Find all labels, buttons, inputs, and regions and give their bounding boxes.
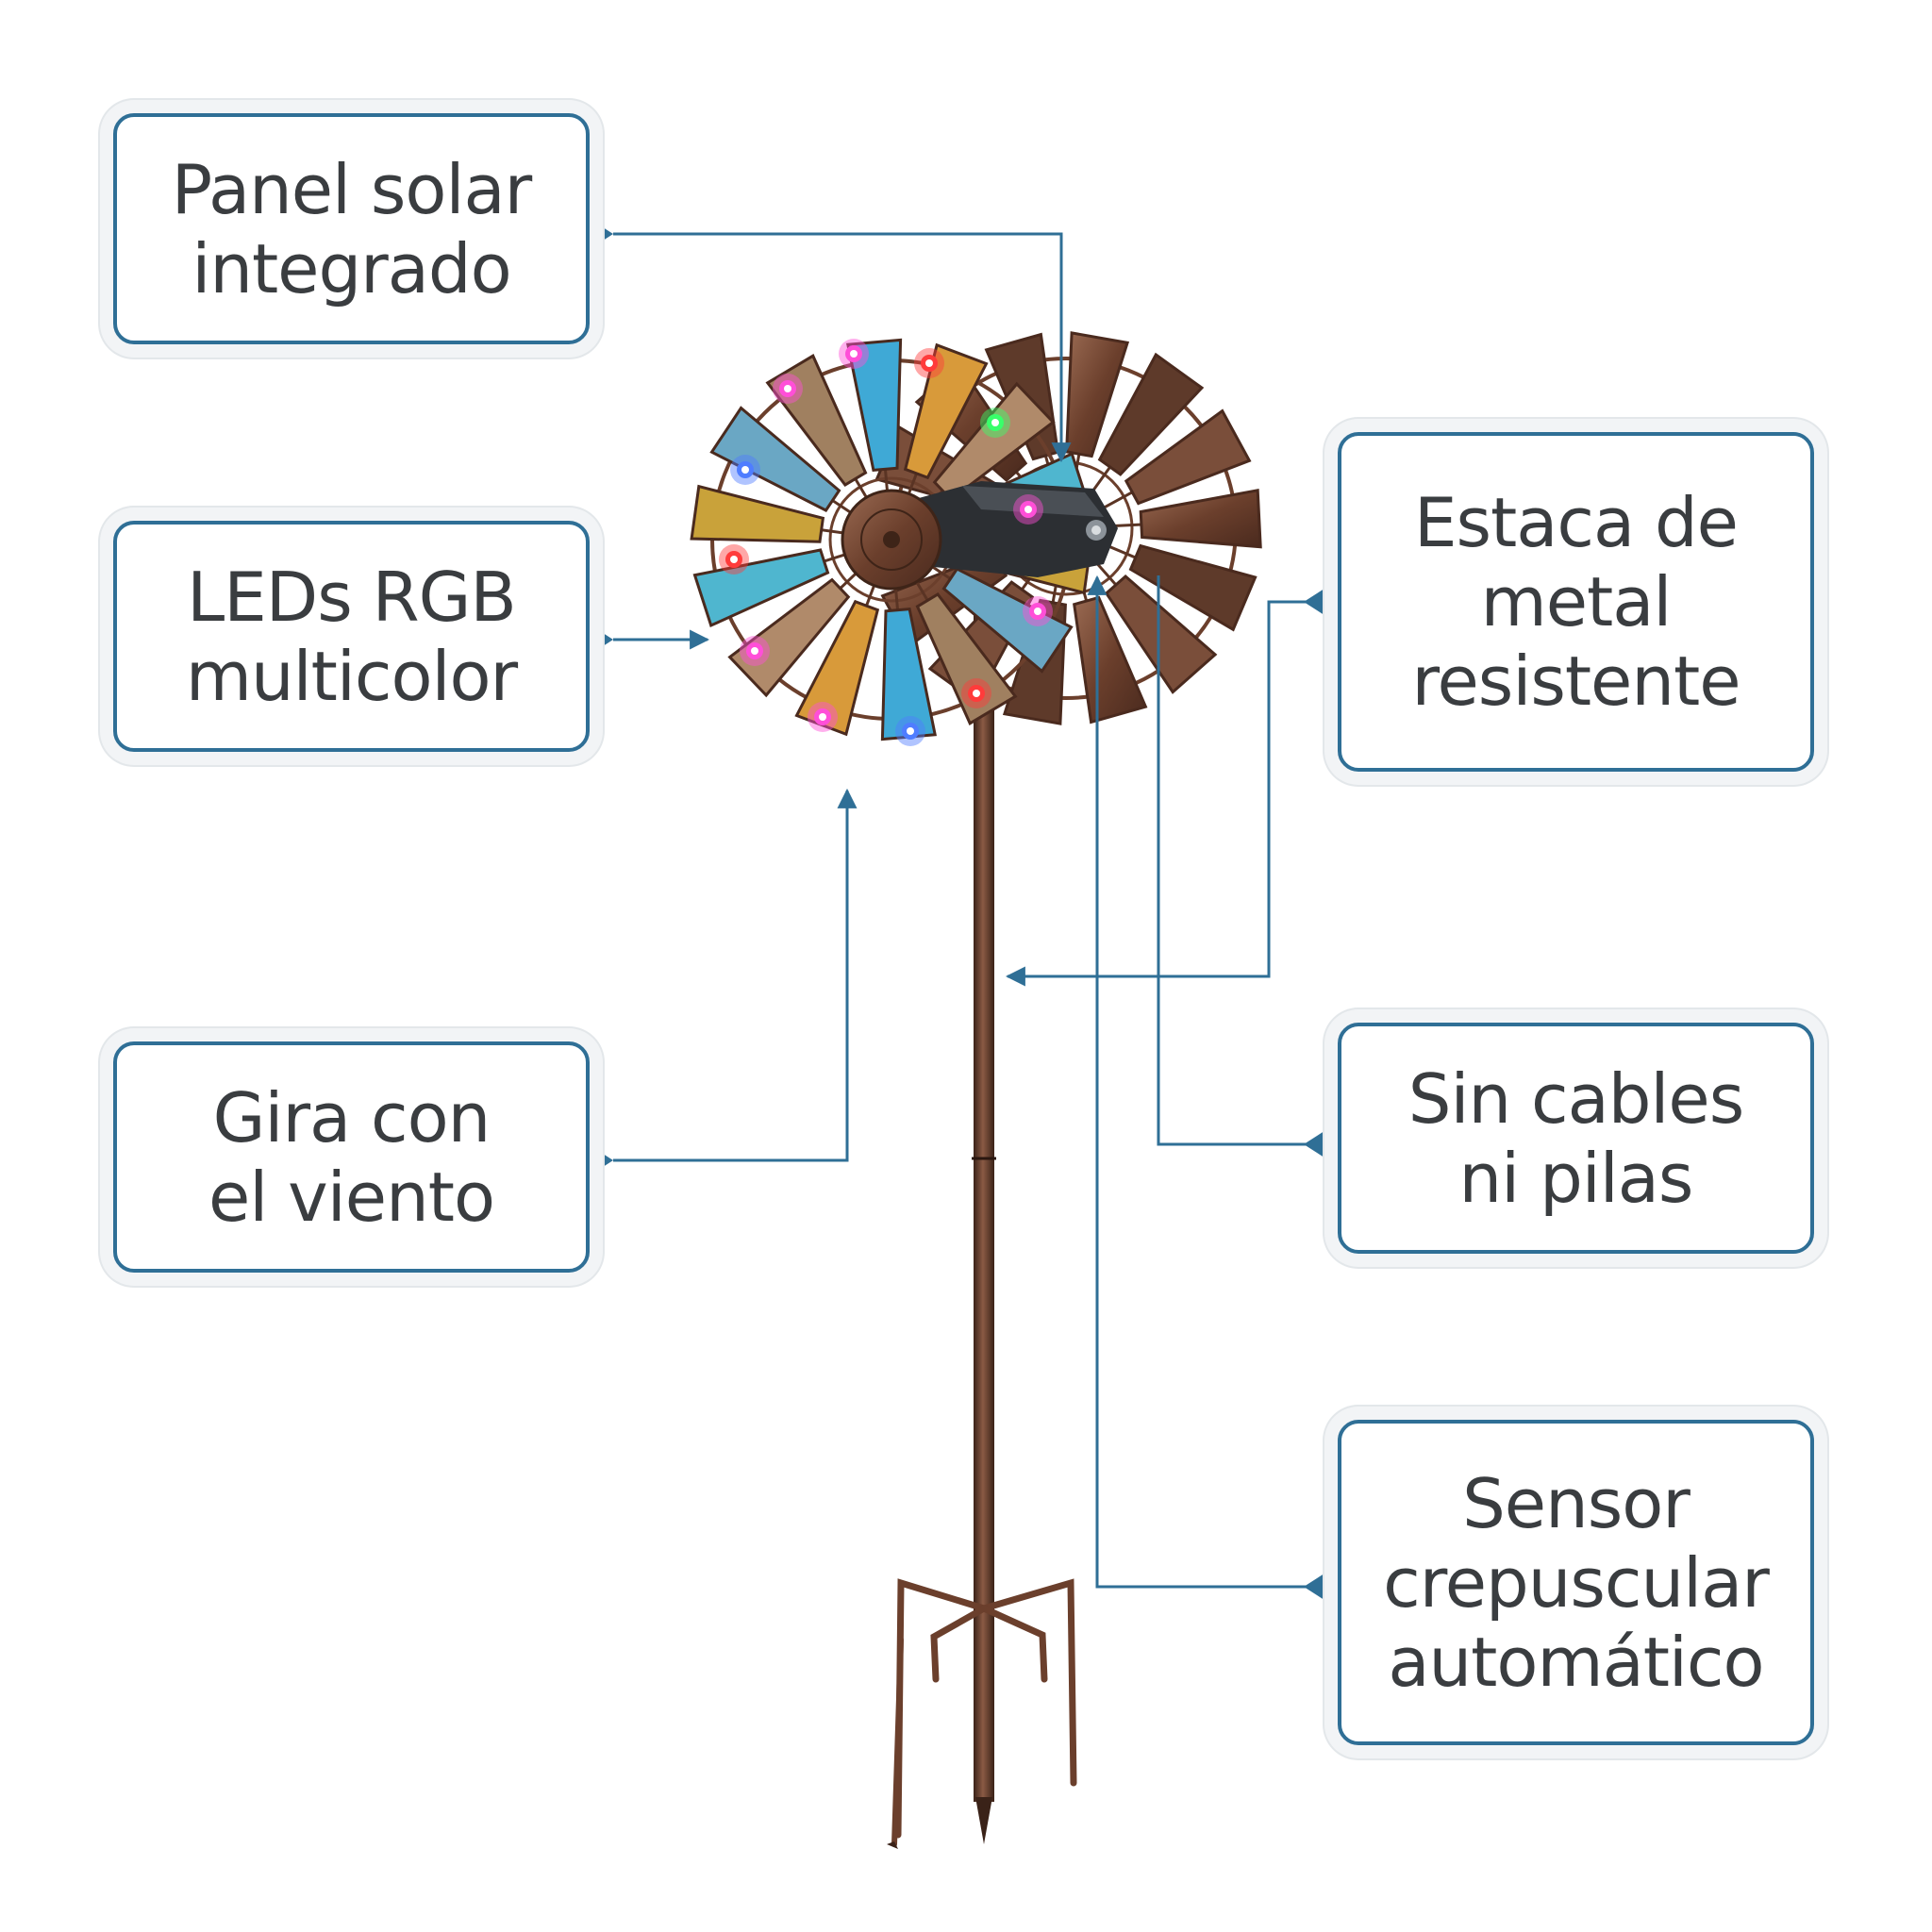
callout-leds: LEDs RGB multicolor <box>113 521 590 752</box>
windmill-blade <box>1104 575 1218 694</box>
connector-lines <box>613 232 1325 1589</box>
windmill-blade <box>1065 331 1130 458</box>
led-core <box>741 466 749 474</box>
led-core <box>925 359 933 367</box>
callout-solar-panel-line2: integrado <box>192 228 511 308</box>
callout-stake-line2: metal <box>1480 562 1673 641</box>
rgb-leds <box>719 339 1053 746</box>
metal-stake <box>887 604 1077 1849</box>
led-core <box>907 727 914 735</box>
callout-sensor: Sensor crepuscular automático <box>1338 1420 1814 1745</box>
connector-solar <box>613 232 1072 463</box>
windmill-blade <box>794 599 880 737</box>
callout-stake-line3: resistente <box>1411 641 1740 721</box>
windmill-blade <box>932 381 1056 502</box>
callout-leds-line1: LEDs RGB <box>187 557 517 637</box>
connector-stake <box>1005 600 1325 987</box>
windmill-blade <box>709 406 841 512</box>
callout-sensor-line3: automático <box>1388 1622 1764 1702</box>
callout-wireless-line1: Sin cables <box>1407 1058 1744 1139</box>
windmill-blade <box>1128 543 1257 632</box>
windmill-blade <box>1097 352 1205 476</box>
led-core <box>751 647 758 655</box>
front-wheel <box>690 338 1093 741</box>
callout-sensor-line2: crepuscular <box>1383 1542 1770 1623</box>
connector-wind <box>613 788 858 1162</box>
led-core <box>1034 608 1041 615</box>
windmill-blade <box>903 342 989 480</box>
callout-sensor-line1: Sensor <box>1462 1463 1690 1543</box>
windmill-blade <box>690 484 825 543</box>
callout-stake-line1: Estaca de <box>1414 483 1739 562</box>
led-core <box>730 556 738 563</box>
callout-wind-line1: Gira con <box>212 1077 491 1158</box>
led-core <box>819 713 826 721</box>
windmill-blade <box>1139 489 1262 549</box>
windmill-blade <box>941 567 1074 674</box>
connector-sensor <box>1087 575 1325 1589</box>
callout-wireless: Sin cables ni pilas <box>1338 1023 1814 1254</box>
led-core <box>991 419 999 426</box>
callout-pointers <box>587 217 1330 1604</box>
connector-wireless <box>1157 575 1325 1146</box>
callout-leds-line2: multicolor <box>185 636 518 716</box>
windmill-blade <box>845 338 903 473</box>
windmill-blade <box>915 592 1018 725</box>
callout-wind-line2: el viento <box>208 1157 495 1237</box>
led-core <box>1024 506 1032 513</box>
callout-wind: Gira con el viento <box>113 1041 590 1273</box>
led-core <box>850 350 858 358</box>
callout-stake: Estaca de metal resistente <box>1338 432 1814 772</box>
callout-solar-panel: Panel solar integrado <box>113 113 590 344</box>
callout-wireless-line2: ni pilas <box>1458 1138 1694 1218</box>
wheel-hub <box>841 489 942 591</box>
windmill-blade <box>1073 595 1148 724</box>
led-core <box>973 690 980 697</box>
led-core <box>784 385 791 392</box>
windmill-blade <box>727 577 851 698</box>
callout-solar-panel-line1: Panel solar <box>171 149 532 229</box>
windmill-blade <box>880 607 938 741</box>
windmill-blade <box>1124 408 1252 506</box>
